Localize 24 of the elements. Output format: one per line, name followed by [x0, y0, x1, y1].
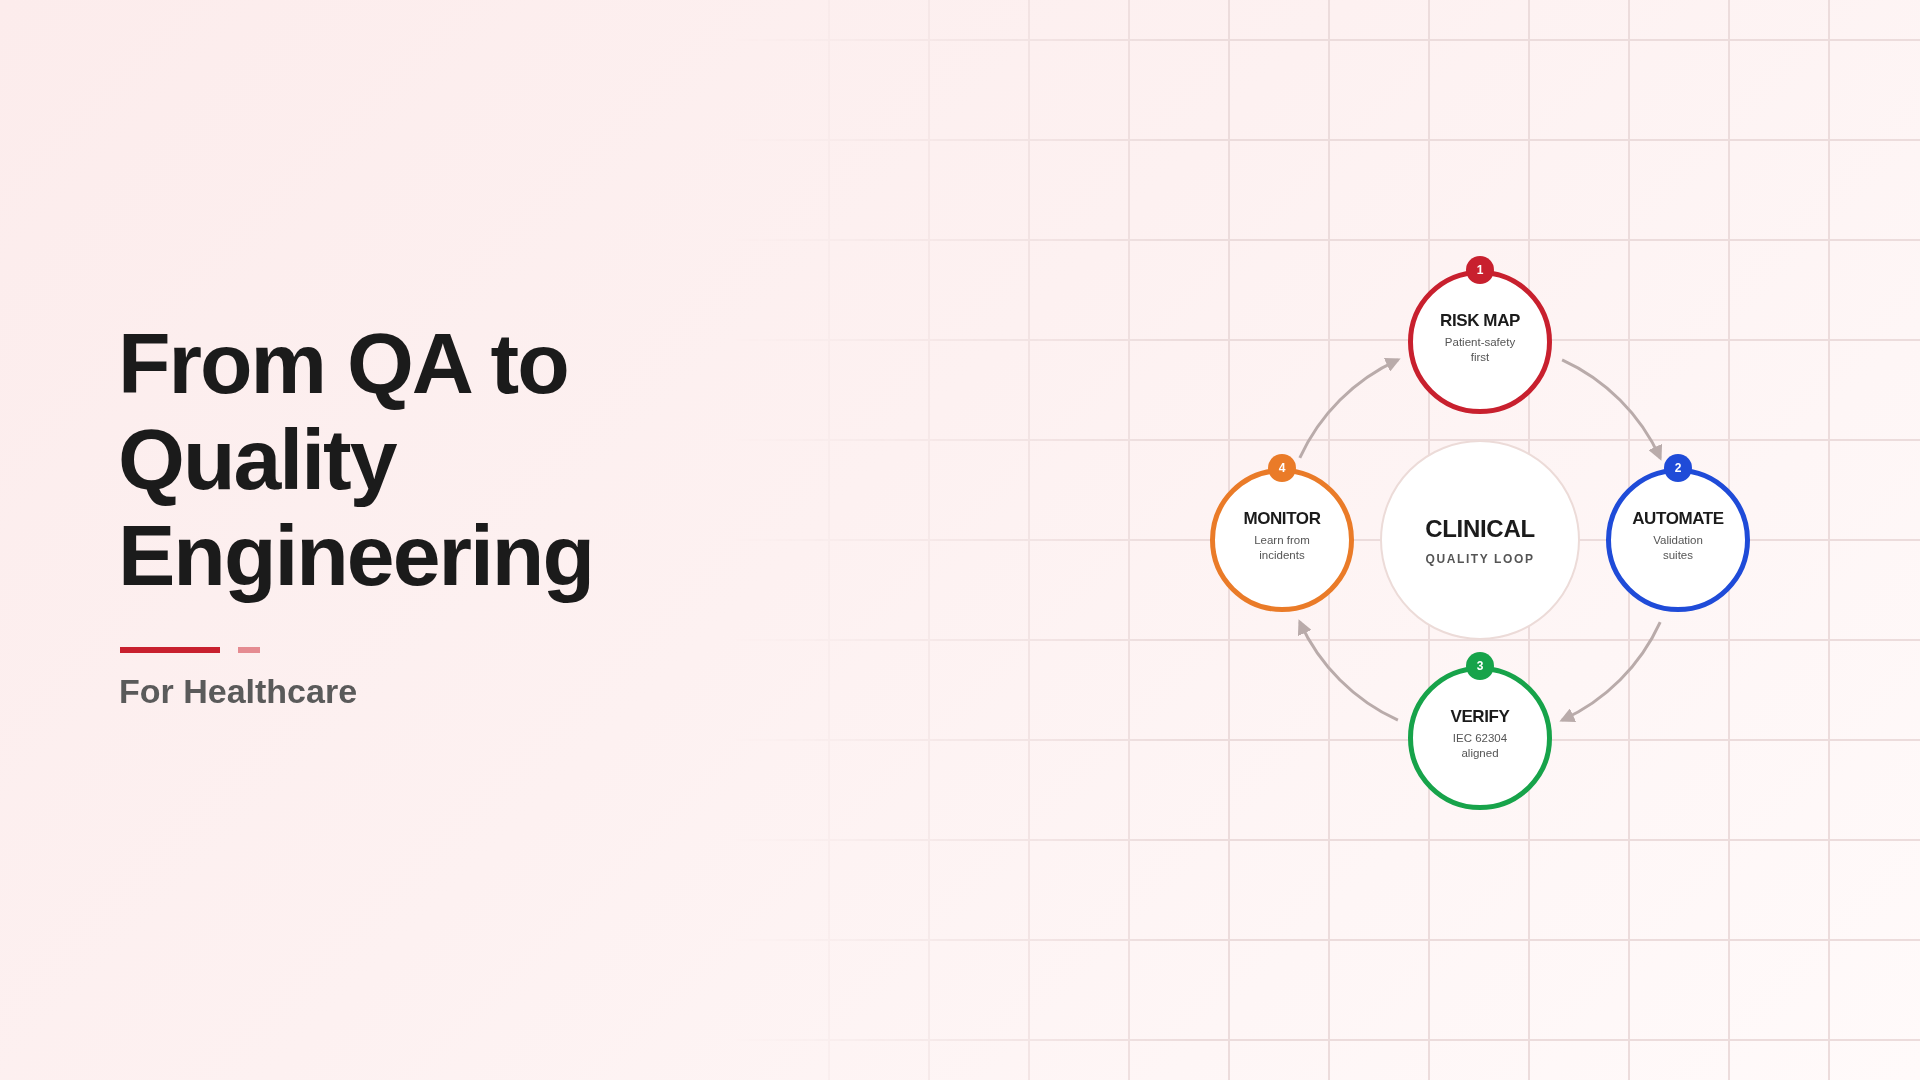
step-title: VERIFY — [1450, 705, 1510, 727]
step-description: Validation suites — [1652, 532, 1704, 563]
step-number-badge: 1 — [1466, 256, 1494, 284]
hub-title: CLINICAL — [1425, 514, 1535, 543]
step-description: Learn from incidents — [1253, 532, 1311, 563]
step-circle — [1408, 256, 1552, 414]
step-circle — [1606, 454, 1750, 612]
cycle-arrow — [1298, 358, 1401, 459]
cycle-arrow — [1561, 358, 1662, 461]
subtitle: For Healthcare — [119, 671, 358, 711]
step-number-badge: 2 — [1664, 454, 1692, 482]
step-circle — [1408, 652, 1552, 810]
step-description: IEC 62304 aligned — [1451, 730, 1509, 761]
cycle-arrow — [1559, 621, 1662, 722]
step-title: RISK MAP — [1440, 309, 1520, 331]
step-title: AUTOMATE — [1632, 507, 1724, 529]
hub-subtitle: QUALITY LOOP — [1425, 551, 1535, 566]
cycle-arrow — [1298, 619, 1399, 722]
step-description: Patient-safety first — [1443, 334, 1517, 365]
step-title: MONITOR — [1243, 507, 1321, 529]
page-title: From QA to Quality Engineering — [118, 315, 594, 603]
step-circle — [1210, 454, 1354, 612]
step-number-badge: 3 — [1466, 652, 1494, 680]
step-number-badge: 4 — [1268, 454, 1296, 482]
